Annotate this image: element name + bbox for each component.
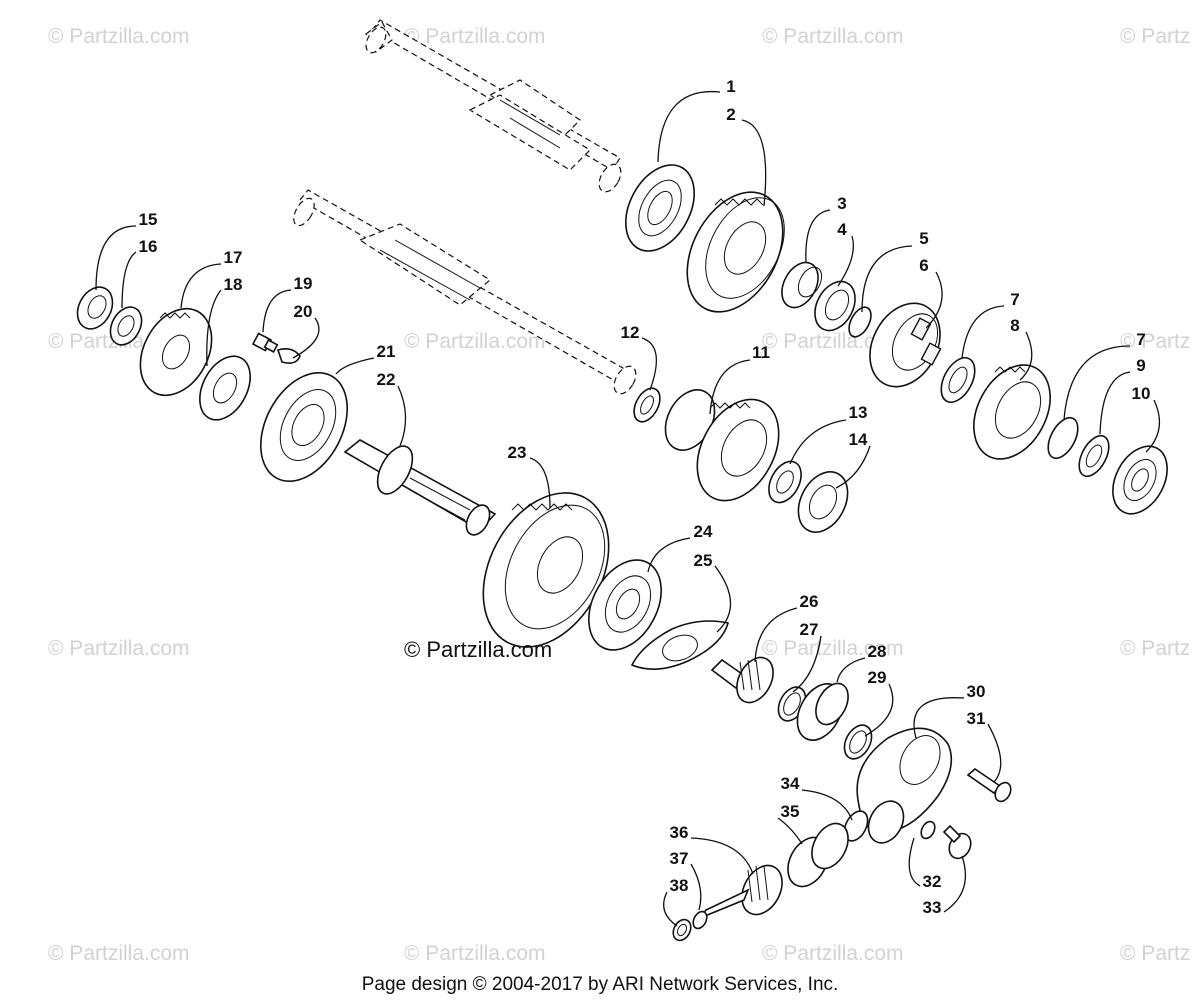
- callout-18: 18: [224, 275, 243, 294]
- watermark-text: © Partzilla.com: [404, 942, 546, 965]
- callout-31: 31: [967, 709, 986, 728]
- part-17-sprocket: [139, 307, 213, 397]
- callout-35: 35: [781, 802, 800, 821]
- part-24-bearing: [588, 559, 662, 651]
- callout-23: 23: [508, 443, 527, 462]
- watermark-text: © Partz: [1120, 942, 1191, 965]
- callout-36: 36: [670, 823, 689, 842]
- part-20-lock-plate: [276, 348, 301, 364]
- callout-12: 12: [621, 323, 640, 342]
- part-13-washer: [768, 460, 802, 504]
- callout-26: 26: [800, 592, 819, 611]
- part-4-washer: [814, 280, 856, 332]
- part-5-ring: [848, 306, 872, 338]
- callout-20: 20: [294, 302, 313, 321]
- part-38-ring: [672, 918, 692, 942]
- watermark-text: © Partzilla.com: [48, 637, 190, 660]
- callout-15: 15: [139, 210, 158, 229]
- callout-33: 33: [923, 898, 942, 917]
- callout-30: 30: [967, 682, 986, 701]
- watermark-text: © Partzilla.com: [48, 25, 190, 48]
- callout-38: 38: [670, 876, 689, 895]
- part-29-o-ring: [843, 724, 873, 760]
- callout-17: 17: [224, 248, 243, 267]
- part-22-output-shaft: [343, 439, 497, 536]
- part-19-bolt: [251, 332, 279, 353]
- callout-1: 1: [726, 77, 735, 96]
- watermark-text: © Partzilla.com: [762, 942, 904, 965]
- callout-16: 16: [139, 237, 158, 256]
- part-11-gear-cluster: [664, 389, 780, 502]
- part-35-sleeve: [787, 822, 849, 888]
- watermark-text: © Partzilla.com: [404, 25, 546, 48]
- upper-shaft: [365, 19, 622, 193]
- part-10-bearing: [1112, 445, 1168, 515]
- callout-13: 13: [849, 403, 868, 422]
- callout-22: 22: [377, 370, 396, 389]
- callout-29: 29: [868, 668, 887, 687]
- callout-10: 10: [1132, 384, 1151, 403]
- part-33-screw: [942, 824, 972, 860]
- watermark-text: © Partz: [1120, 330, 1191, 353]
- callout-6: 6: [919, 256, 928, 275]
- callout-37: 37: [670, 849, 689, 868]
- watermark-text: © Partz: [1120, 25, 1191, 48]
- callout-5: 5: [919, 229, 928, 248]
- part-9-washer: [1078, 434, 1110, 478]
- part-16-washer: [109, 306, 143, 346]
- callout-28: 28: [868, 642, 887, 661]
- callout-24: 24: [694, 522, 713, 541]
- callout-7: 7: [1010, 290, 1019, 309]
- part-15-nut: [76, 286, 114, 330]
- leader-lines: [95, 90, 1161, 927]
- lower-shaft: [293, 189, 637, 395]
- watermark-text: © Partzilla.com: [48, 942, 190, 965]
- part-12-washer: [633, 387, 661, 423]
- part-28-bushing: [796, 682, 849, 741]
- center-watermark: © Partzilla.com: [404, 637, 553, 662]
- part-7-washer-a: [940, 357, 976, 403]
- part-7-washer-b: [1047, 416, 1079, 460]
- part-3-bushing: [781, 261, 823, 309]
- watermark-text: © Partzilla.com: [762, 637, 904, 660]
- callout-19: 19: [294, 274, 313, 293]
- callout-32: 32: [923, 872, 942, 891]
- watermark-text: © Partzilla.com: [404, 330, 546, 353]
- callout-27: 27: [800, 620, 819, 639]
- footer-credit: Page design © 2004-2017 by ARI Network S…: [361, 974, 839, 995]
- part-26-drive-gear: [710, 656, 774, 704]
- callout-34: 34: [781, 774, 800, 793]
- part-1-bearing: [625, 164, 695, 252]
- part-21-bearing: [259, 371, 349, 483]
- callout-21: 21: [377, 342, 396, 361]
- part-31-bolt: [966, 767, 1012, 803]
- callout-9: 9: [1136, 356, 1145, 375]
- callout-7: 7: [1136, 330, 1145, 349]
- part-37-shaft: [692, 888, 750, 930]
- callout-2: 2: [726, 105, 735, 124]
- callout-3: 3: [837, 194, 846, 213]
- watermark-text: © Partzilla.com: [762, 330, 904, 353]
- part-25-gasket: [630, 620, 729, 670]
- part-32-washer: [920, 820, 936, 840]
- part-30-housing: [856, 727, 953, 844]
- part-36-driven-gear: [741, 864, 783, 916]
- part-6-clutch: [869, 302, 942, 388]
- watermark-text: © Partzilla.com: [762, 25, 904, 48]
- part-18-washer: [199, 355, 251, 421]
- part-14-bearing: [797, 471, 849, 533]
- part-8-gear: [973, 364, 1051, 460]
- watermark-text: © Partz: [1120, 637, 1191, 660]
- callout-14: 14: [849, 430, 868, 449]
- callout-11: 11: [752, 343, 770, 362]
- callout-4: 4: [837, 220, 847, 239]
- callout-25: 25: [694, 551, 713, 570]
- callout-8: 8: [1010, 316, 1019, 335]
